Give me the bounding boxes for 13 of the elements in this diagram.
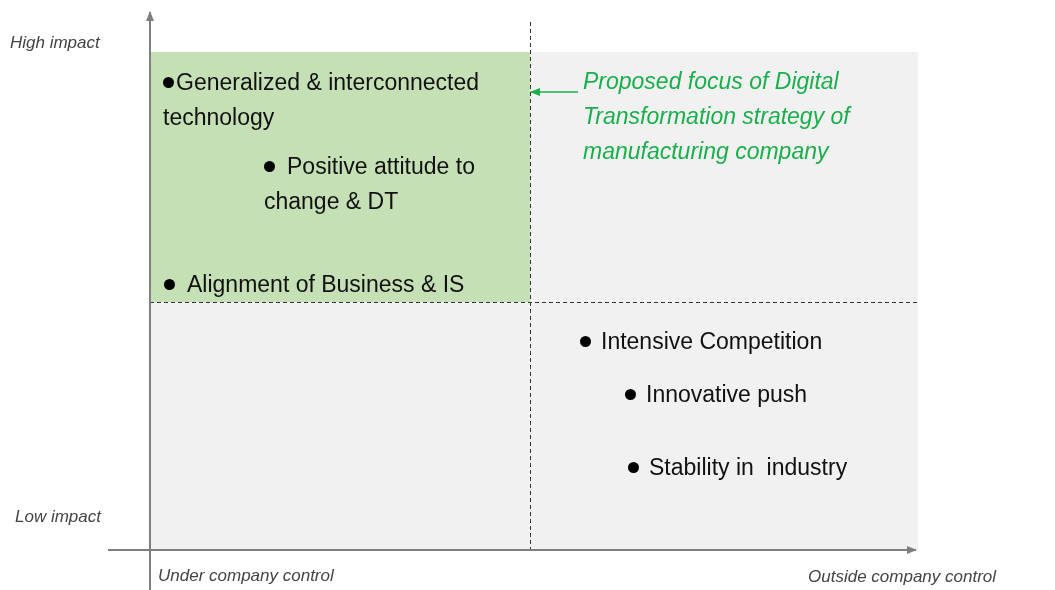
annotation-text: Proposed focus of Digital Transformation strategy of manufacturing company <box>583 64 923 169</box>
arrow <box>530 88 579 96</box>
bullet-item: Stability in industry <box>628 450 848 485</box>
bullet-item: Generalized & interconnected technology <box>163 65 503 135</box>
bullet-item: Intensive Competition <box>580 324 823 359</box>
highlighted-quadrant <box>150 52 530 302</box>
bullet-item: Innovative push <box>625 377 808 412</box>
axis-label: Outside company control <box>808 567 997 587</box>
axis-label: High impact <box>10 33 100 53</box>
bullet-item: Alignment of Business & IS <box>164 267 524 302</box>
axis-label: Low impact <box>15 507 101 527</box>
axis-label: Under company control <box>158 566 334 586</box>
bullet-item: Positive attitude to change & DT <box>264 149 504 219</box>
